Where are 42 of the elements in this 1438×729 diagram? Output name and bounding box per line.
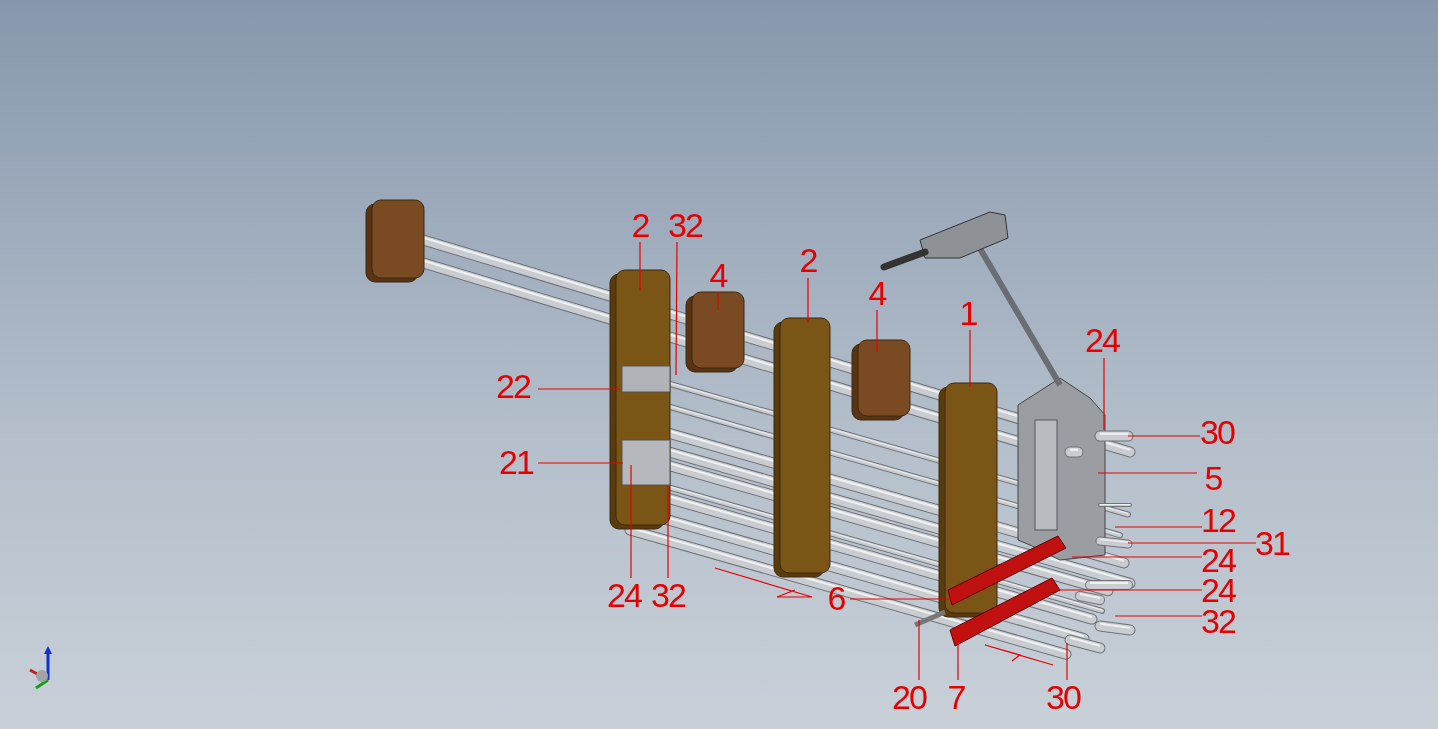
leader-line (537, 388, 621, 390)
leader-line (969, 329, 971, 388)
callout-number: 30 (1200, 415, 1234, 449)
callout-number: 7 (947, 680, 965, 714)
leader-line (807, 277, 809, 323)
leader-line (957, 632, 959, 681)
leader-line (717, 291, 719, 311)
callout-number: 22 (496, 369, 530, 403)
callout-number: 32 (651, 578, 685, 612)
callout-number: 20 (892, 680, 926, 714)
callout-number: 4 (709, 258, 727, 292)
callout-number: 4 (868, 276, 886, 310)
leader-line (639, 241, 641, 291)
callout-number: 24 (1085, 323, 1119, 357)
callout-number: 2 (799, 243, 817, 277)
leader-line (1114, 615, 1203, 617)
callout-number: 12 (1201, 503, 1235, 537)
leader-line (1071, 556, 1203, 558)
callout-number: 2 (631, 208, 649, 242)
callout-number: 24 (607, 578, 641, 612)
callout-number: 31 (1255, 526, 1289, 560)
leader-line (1114, 526, 1203, 528)
leader-line (1055, 589, 1203, 591)
callout-number: 32 (1201, 604, 1235, 638)
callout-number: 1 (959, 296, 977, 330)
callout-number: 21 (499, 445, 533, 479)
leader-line (1097, 472, 1198, 474)
callout-number: 30 (1046, 680, 1080, 714)
leader-line (876, 309, 878, 353)
leader-line (1127, 435, 1201, 437)
leader-line (1066, 642, 1068, 681)
callout-number: 5 (1204, 461, 1222, 495)
leader-line (667, 484, 669, 579)
leader-line (1103, 357, 1105, 431)
callout-number: 32 (668, 208, 702, 242)
leader-line (849, 598, 956, 600)
leader-line (675, 241, 678, 376)
callout-number: 6 (827, 581, 845, 615)
leader-line (630, 464, 632, 579)
leader-line (1127, 542, 1257, 544)
leader-line (537, 462, 624, 464)
leader-line (918, 619, 920, 681)
